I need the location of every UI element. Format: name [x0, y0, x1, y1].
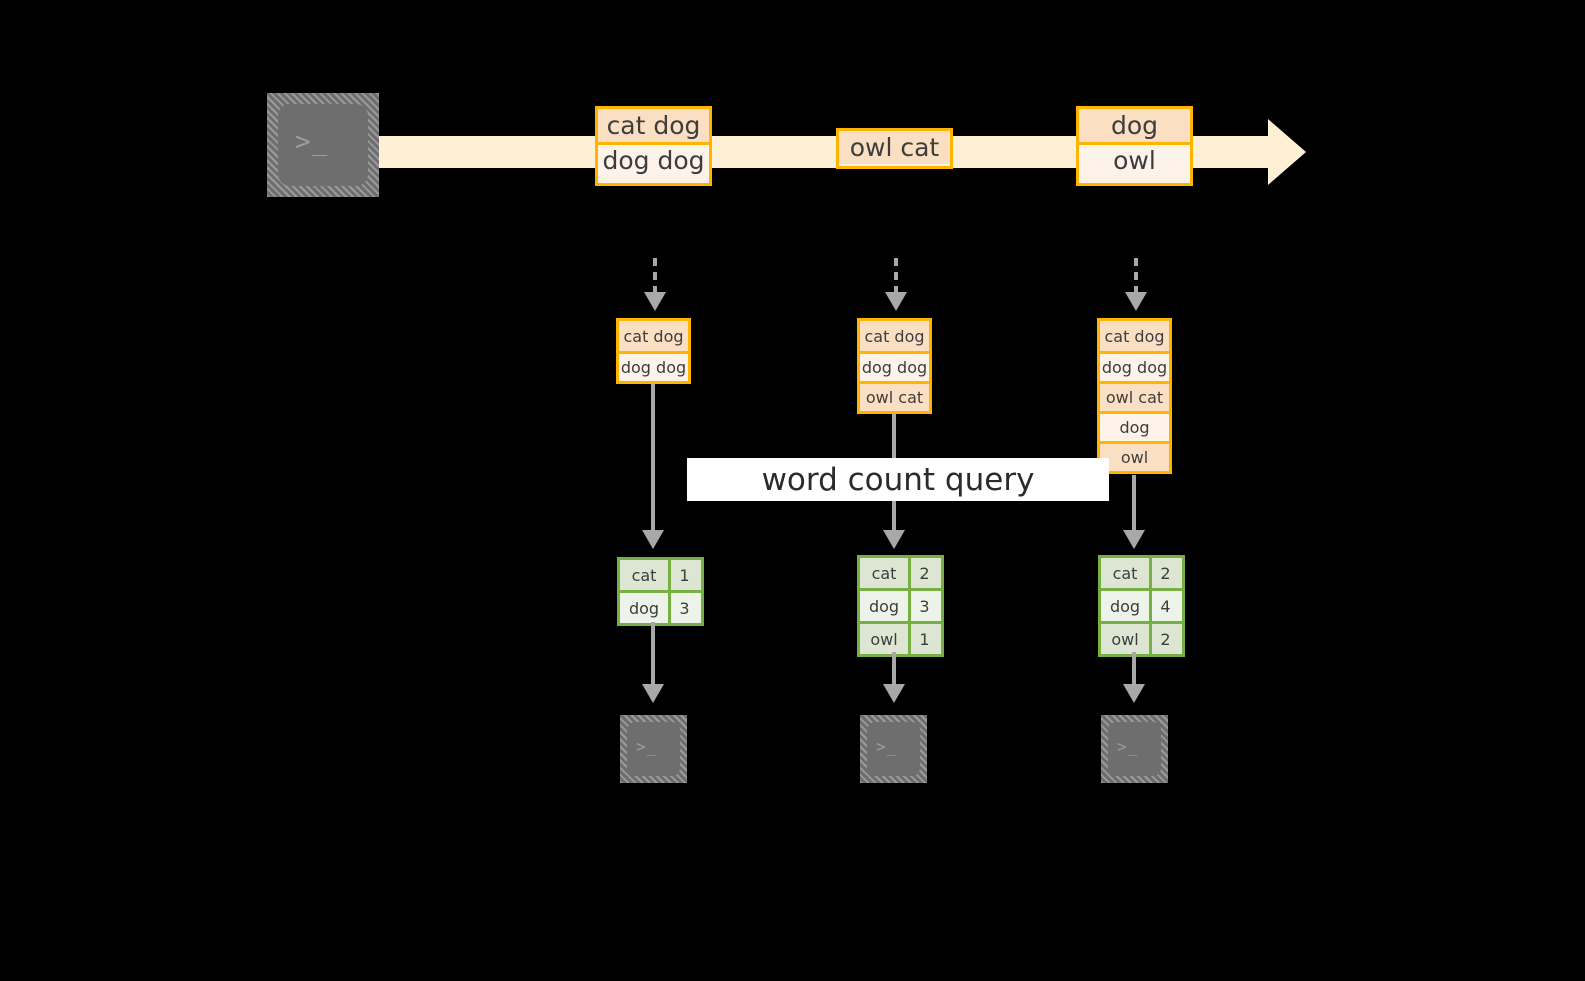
terminal-prompt-text: >_ — [876, 737, 898, 756]
batch-row: owl cat — [1100, 381, 1169, 411]
stream-to-batch-arrowhead-2 — [885, 292, 907, 311]
stream-record-3: dog owl — [1076, 106, 1193, 186]
sink-terminal-icon-2[interactable]: >_ — [860, 715, 927, 783]
result-word: dog — [620, 593, 671, 623]
batch-table-3: cat dog dog dog owl cat dog owl — [1097, 318, 1172, 474]
batch-row: cat dog — [1100, 321, 1169, 351]
result-count: 3 — [679, 598, 690, 618]
terminal-screen — [867, 722, 920, 776]
query-label: word count query — [687, 458, 1109, 501]
terminal-screen — [1108, 722, 1161, 776]
batch-row: cat dog — [860, 321, 929, 351]
result-to-sink-connector-2 — [892, 652, 896, 685]
result-row: dog 4 — [1101, 588, 1182, 621]
batch-row: cat dog — [619, 321, 688, 351]
batch-to-result-connector-3 — [1132, 475, 1136, 533]
result-count: 2 — [919, 563, 930, 583]
result-count: 1 — [919, 629, 930, 649]
result-word: owl — [860, 624, 911, 654]
batch-row: dog dog — [1100, 351, 1169, 381]
result-to-sink-arrowhead-2 — [883, 684, 905, 703]
sink-terminal-icon-1[interactable]: >_ — [620, 715, 687, 783]
batch-row: owl — [1100, 441, 1169, 471]
batch-to-result-arrowhead-1 — [642, 530, 664, 549]
terminal-prompt-text: >_ — [636, 737, 658, 756]
result-row: cat 1 — [620, 560, 701, 590]
stream-to-batch-connector-1 — [653, 258, 657, 294]
batch-row: dog — [1100, 411, 1169, 441]
result-word: dog — [1101, 591, 1152, 621]
batch-to-result-arrowhead-2 — [883, 530, 905, 549]
stream-record-line: owl cat — [839, 131, 950, 164]
stream-to-batch-arrowhead-3 — [1125, 292, 1147, 311]
result-count: 2 — [1160, 629, 1171, 649]
source-terminal-icon[interactable]: >_ — [267, 93, 379, 197]
result-table-1: cat 1 dog 3 — [617, 557, 704, 626]
result-word: cat — [860, 558, 911, 588]
result-row: cat 2 — [1101, 558, 1182, 588]
stream-to-batch-connector-2 — [894, 258, 898, 294]
stream-to-batch-arrowhead-1 — [644, 292, 666, 311]
result-word: dog — [860, 591, 911, 621]
batch-table-1: cat dog dog dog — [616, 318, 691, 384]
batch-to-result-connector-1 — [651, 384, 655, 533]
stream-arrow-head — [1268, 119, 1306, 185]
terminal-screen — [627, 722, 680, 776]
result-to-sink-connector-1 — [651, 622, 655, 685]
stream-to-batch-connector-3 — [1134, 258, 1138, 294]
result-row: owl 2 — [1101, 621, 1182, 654]
result-table-3: cat 2 dog 4 owl 2 — [1098, 555, 1185, 657]
result-count: 4 — [1160, 596, 1171, 616]
stream-record-2: owl cat — [836, 128, 953, 169]
result-row: owl 1 — [860, 621, 941, 654]
result-row: dog 3 — [620, 590, 701, 623]
result-word: cat — [1101, 558, 1152, 588]
result-count: 3 — [919, 596, 930, 616]
batch-to-result-arrowhead-3 — [1123, 530, 1145, 549]
terminal-screen — [278, 104, 368, 186]
result-row: dog 3 — [860, 588, 941, 621]
stream-record-line: dog — [1079, 109, 1190, 142]
result-to-sink-arrowhead-3 — [1123, 684, 1145, 703]
result-word: cat — [620, 560, 671, 590]
result-row: cat 2 — [860, 558, 941, 588]
query-label-text: word count query — [761, 461, 1035, 498]
terminal-prompt-text: >_ — [295, 127, 329, 157]
batch-row: dog dog — [619, 351, 688, 381]
stream-record-1: cat dog dog dog — [595, 106, 712, 186]
result-word: owl — [1101, 624, 1152, 654]
result-to-sink-arrowhead-1 — [642, 684, 664, 703]
terminal-prompt-text: >_ — [1117, 737, 1139, 756]
result-table-2: cat 2 dog 3 owl 1 — [857, 555, 944, 657]
batch-table-2: cat dog dog dog owl cat — [857, 318, 932, 414]
stream-record-line: dog dog — [598, 142, 709, 175]
sink-terminal-icon-3[interactable]: >_ — [1101, 715, 1168, 783]
stream-record-line: owl — [1079, 142, 1190, 175]
batch-row: owl cat — [860, 381, 929, 411]
batch-row: dog dog — [860, 351, 929, 381]
stream-record-line: cat dog — [598, 109, 709, 142]
result-to-sink-connector-3 — [1132, 652, 1136, 685]
result-count: 1 — [679, 565, 690, 585]
result-count: 2 — [1160, 563, 1171, 583]
